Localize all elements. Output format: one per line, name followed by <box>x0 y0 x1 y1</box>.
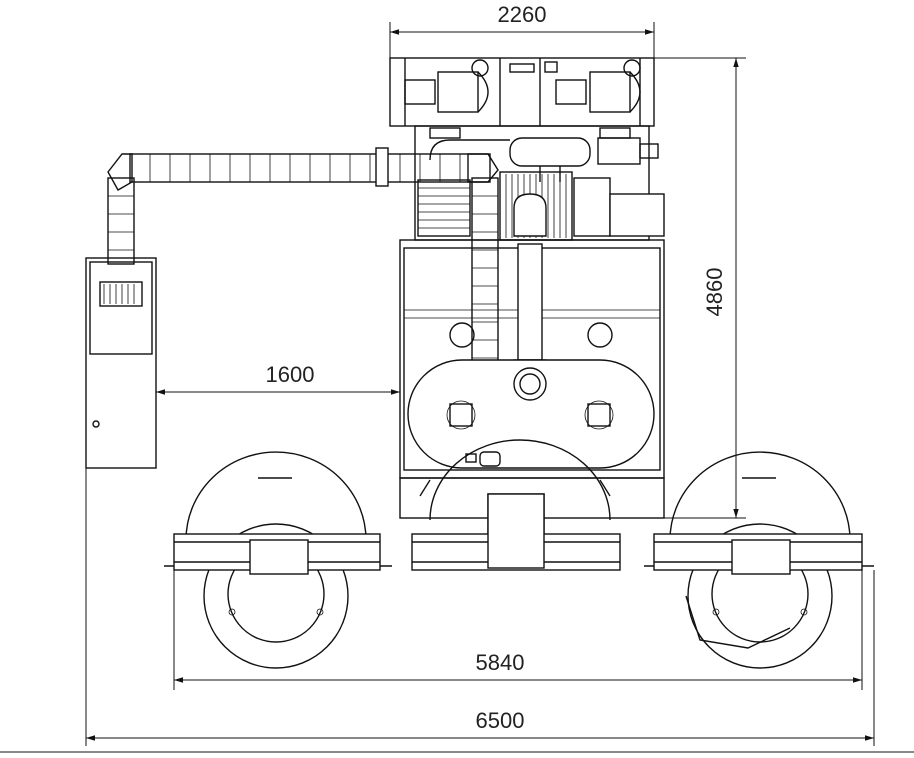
left-suction-head <box>85 257 157 469</box>
top-motor-housing <box>389 57 655 127</box>
dim-label-overall-width: 6500 <box>476 708 525 733</box>
main-frame <box>399 239 665 479</box>
dimension-height <box>654 57 746 519</box>
beam-center <box>411 493 621 571</box>
vertical-arm-left <box>107 177 135 265</box>
dim-label-wheel-span: 5840 <box>476 650 525 675</box>
pipe-manifold <box>414 125 665 241</box>
dimension-top-width <box>389 22 655 58</box>
dim-label-arm-reach: 1600 <box>266 362 315 387</box>
dimension-wheel-span <box>173 570 863 690</box>
beam-right <box>644 533 874 575</box>
dimension-overall-width <box>85 468 875 746</box>
dim-label-top-width: 2260 <box>498 2 547 27</box>
beam-left <box>164 533 392 575</box>
dim-label-height: 4860 <box>702 268 727 317</box>
oval-tank <box>407 359 655 469</box>
horizontal-arm <box>107 147 499 191</box>
